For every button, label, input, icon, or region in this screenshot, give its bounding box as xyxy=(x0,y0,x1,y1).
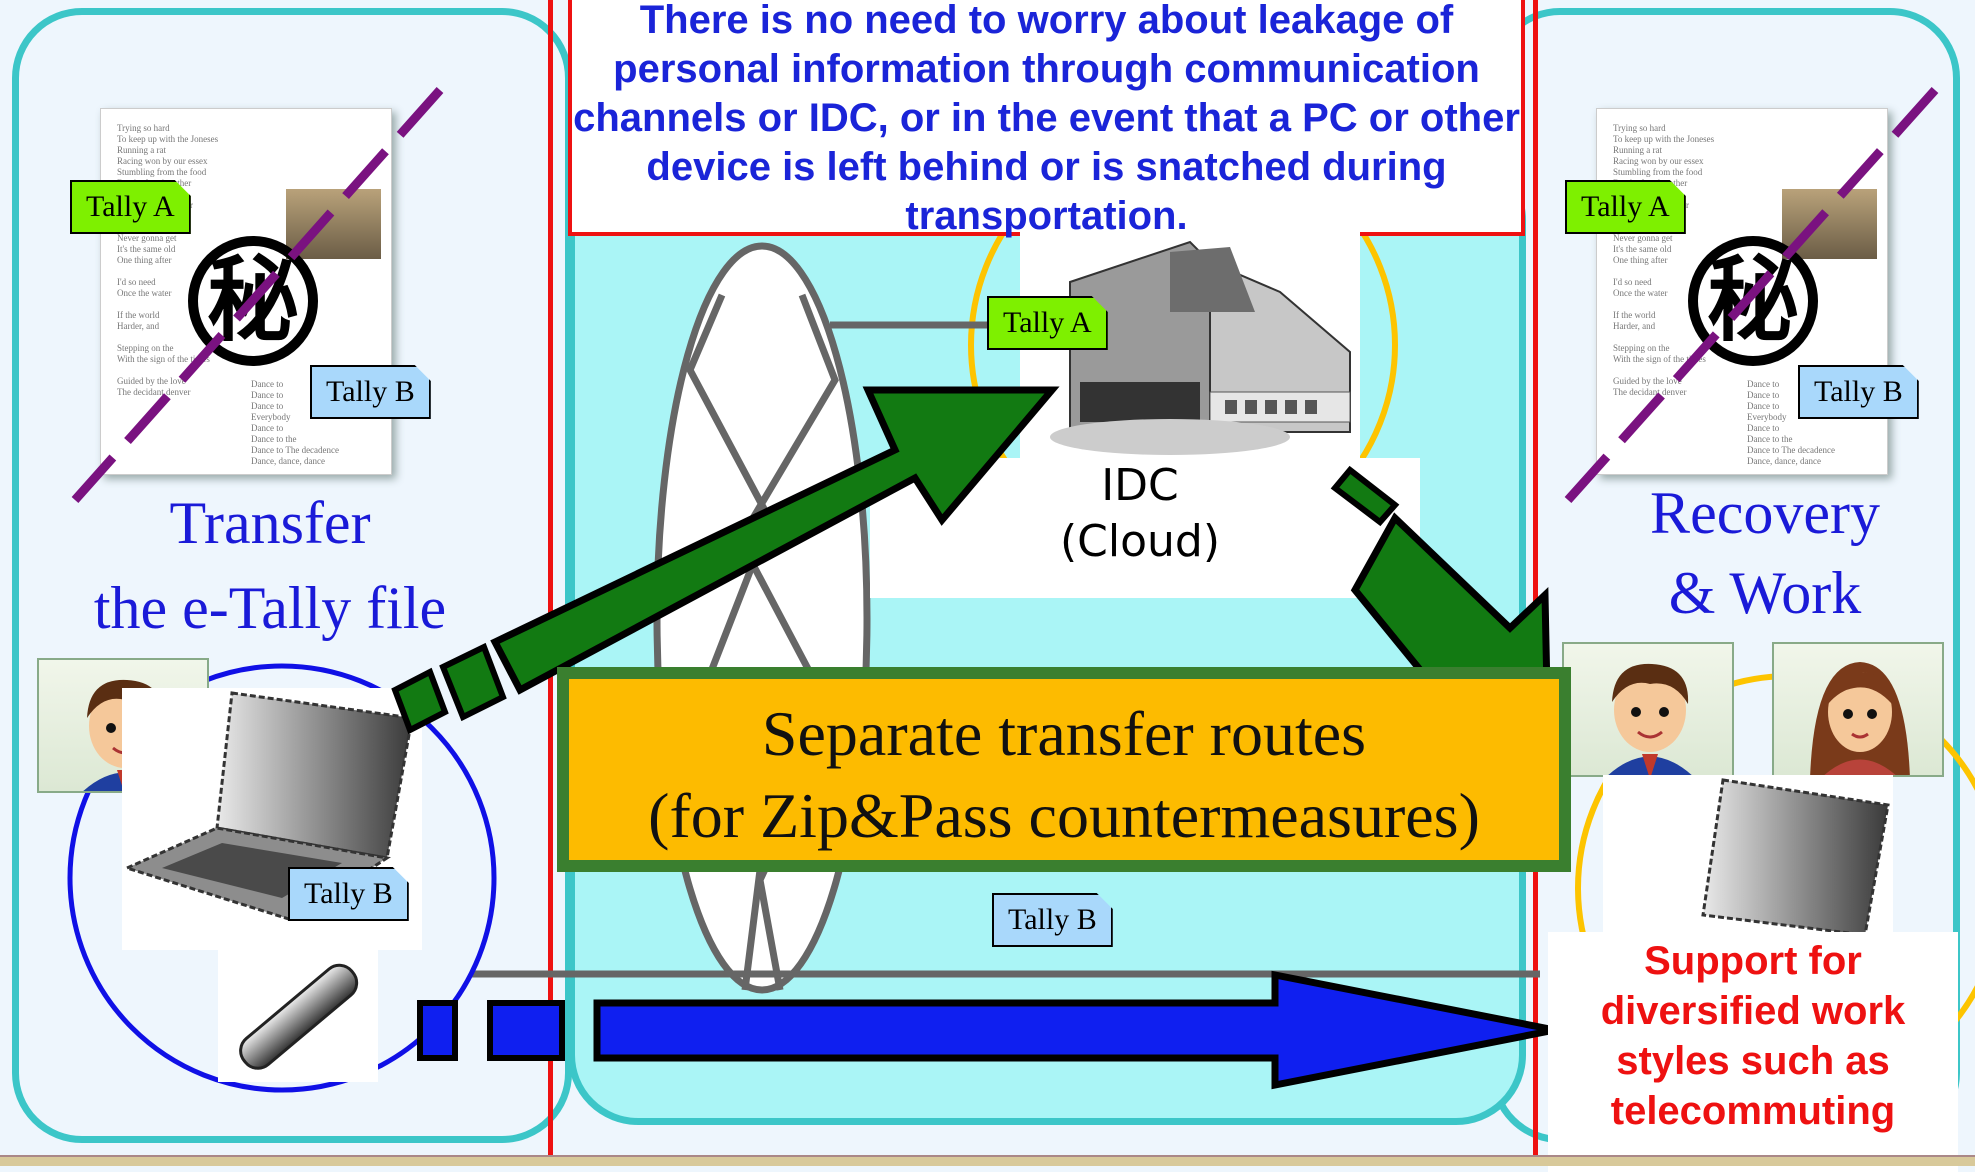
blue-arrow-dash xyxy=(417,1000,458,1061)
tally-b-label: Tally B xyxy=(1814,375,1903,408)
tally-a-tag: Tally A xyxy=(1565,180,1686,234)
tally-a-label: Tally A xyxy=(1003,306,1092,339)
support-text: Support for diversified work styles such… xyxy=(1600,939,1906,1133)
tally-a-tag: Tally A xyxy=(987,296,1108,350)
banner-title: Separate transfer routes xyxy=(761,698,1367,769)
right-laptop-icon xyxy=(1603,775,1893,935)
tally-b-label: Tally B xyxy=(326,375,415,408)
laptop-circle xyxy=(67,663,497,1093)
tally-a-tag: Tally A xyxy=(70,180,191,234)
green-arrow-dash xyxy=(1330,465,1400,527)
blue-arrow-to-work xyxy=(593,970,1556,1090)
green-arrow-dash xyxy=(391,667,449,735)
network-strand xyxy=(735,293,839,991)
man-icon xyxy=(1608,663,1692,775)
tally-b-label: Tally B xyxy=(304,877,393,910)
right-strike-line xyxy=(1564,86,1939,504)
tally-a-label: Tally A xyxy=(86,190,175,223)
tally-b-tag: Tally B xyxy=(310,365,431,419)
left-separator xyxy=(548,0,553,1164)
right-caption-line2: & Work xyxy=(1668,560,1862,626)
green-arrow-dash xyxy=(439,642,507,722)
idc-title: IDC xyxy=(1101,460,1179,511)
support-message: Support for diversified work styles such… xyxy=(1548,932,1958,1172)
woman-icon xyxy=(1810,662,1910,775)
right-caption: Recovery & Work xyxy=(1565,478,1965,628)
document-side-text: Dance to Dance to Dance to Everybody Dan… xyxy=(1747,379,1836,466)
top-message: There is no need to worry about leakage … xyxy=(573,0,1520,238)
green-arrow-to-idc xyxy=(490,386,1060,695)
tally-b-tag: Tally B xyxy=(288,867,409,921)
slide-footer-bar xyxy=(0,1155,1975,1166)
left-caption-line2: the e-Tally file xyxy=(93,575,447,641)
left-strike-line xyxy=(71,87,444,503)
tally-b-label: Tally B xyxy=(1008,903,1097,936)
right-separator xyxy=(1533,0,1538,1164)
tally-a-label: Tally A xyxy=(1581,190,1670,223)
banner-subtitle: (for Zip&Pass countermeasures) xyxy=(648,780,1480,851)
left-caption-line1: Transfer xyxy=(169,490,371,556)
blue-arrow-dash xyxy=(487,1000,565,1061)
document-side-text: Dance to Dance to Dance to Everybody Dan… xyxy=(251,379,340,466)
usb-stick-icon xyxy=(218,950,378,1082)
separate-routes-banner: Separate transfer routes (for Zip&Pass c… xyxy=(557,667,1571,872)
right-caption-line1: Recovery xyxy=(1650,480,1880,546)
tally-b-tag: Tally B xyxy=(992,893,1113,947)
idc-label: IDC (Cloud) xyxy=(1025,458,1255,570)
top-message-box: There is no need to worry about leakage … xyxy=(568,0,1525,238)
idc-subtitle: (Cloud) xyxy=(1059,516,1220,567)
network-strand xyxy=(686,293,774,991)
left-caption: Transfer the e-Tally file xyxy=(40,488,500,643)
user-avatar-woman xyxy=(1772,642,1944,777)
tally-b-tag: Tally B xyxy=(1798,365,1919,419)
